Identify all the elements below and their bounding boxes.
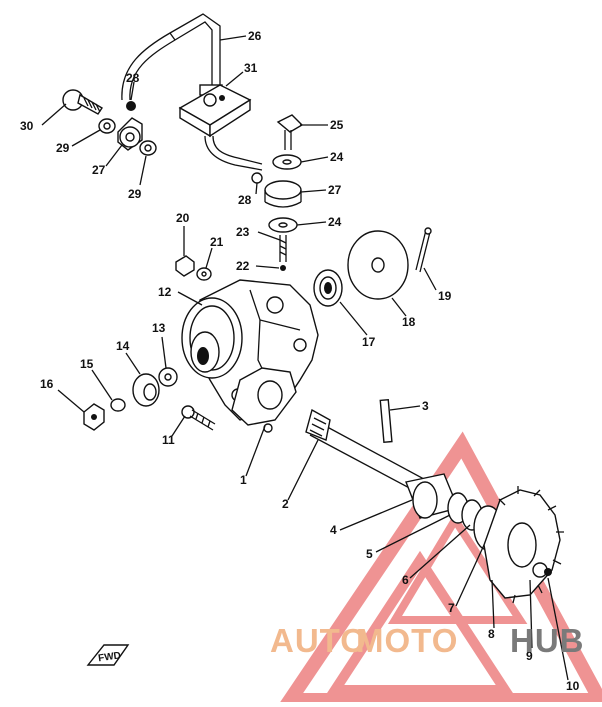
callout-18: 18 (402, 315, 416, 329)
callout-30: 30 (20, 119, 34, 133)
callout-28a: 28 (126, 71, 140, 85)
callout-14: 14 (116, 339, 130, 353)
callout-22: 22 (236, 259, 250, 273)
callout-16: 16 (40, 377, 54, 391)
callout-20: 20 (176, 211, 190, 225)
front-direction-marker: FWD (86, 644, 130, 666)
small-parts-left (83, 255, 216, 431)
left-mount-group (62, 89, 157, 156)
callout-2: 2 (282, 497, 289, 511)
bearing-seal-group (313, 227, 432, 307)
callout-1: 1 (240, 473, 247, 487)
callout-24a: 24 (330, 150, 344, 164)
watermark-logo: AUTO MOTO HUB (270, 622, 585, 659)
callout-10: 10 (566, 679, 580, 693)
callout-15: 15 (80, 357, 94, 371)
callout-12: 12 (158, 285, 172, 299)
callout-13: 13 (152, 321, 166, 335)
callout-5: 5 (366, 547, 373, 561)
callout-27a: 27 (92, 163, 106, 177)
breather-hose (121, 13, 223, 101)
watermark-moto: MOTO (356, 622, 458, 659)
callout-24b: 24 (328, 215, 342, 229)
shaft-assembly (305, 398, 564, 604)
right-mount-group (251, 114, 304, 271)
callout-29a: 29 (56, 141, 70, 155)
callout-21: 21 (210, 235, 224, 249)
callout-31: 31 (244, 61, 258, 75)
callout-6: 6 (402, 573, 409, 587)
watermark-hub: HUB (510, 622, 585, 659)
callout-25: 25 (330, 118, 344, 132)
callout-17: 17 (362, 335, 376, 349)
callout-4: 4 (330, 523, 337, 537)
leader-lines (41, 35, 569, 681)
watermark-auto: AUTO (270, 622, 367, 659)
callout-9: 9 (526, 649, 533, 663)
callout-11: 11 (162, 433, 175, 447)
breather-box (178, 84, 263, 171)
front-marker-label: FWD (98, 650, 122, 664)
callout-7: 7 (448, 601, 455, 615)
pump-housing (181, 279, 319, 433)
callout-labels: 30 29 27 29 28 26 31 25 24 27 24 28 23 2… (20, 29, 580, 693)
callout-28b: 28 (238, 193, 252, 207)
callout-23: 23 (236, 225, 250, 239)
callout-3: 3 (422, 399, 429, 413)
callout-27b: 27 (328, 183, 342, 197)
callout-19: 19 (438, 289, 452, 303)
callout-29b: 29 (128, 187, 142, 201)
callout-26: 26 (248, 29, 262, 43)
callout-8: 8 (488, 627, 495, 641)
